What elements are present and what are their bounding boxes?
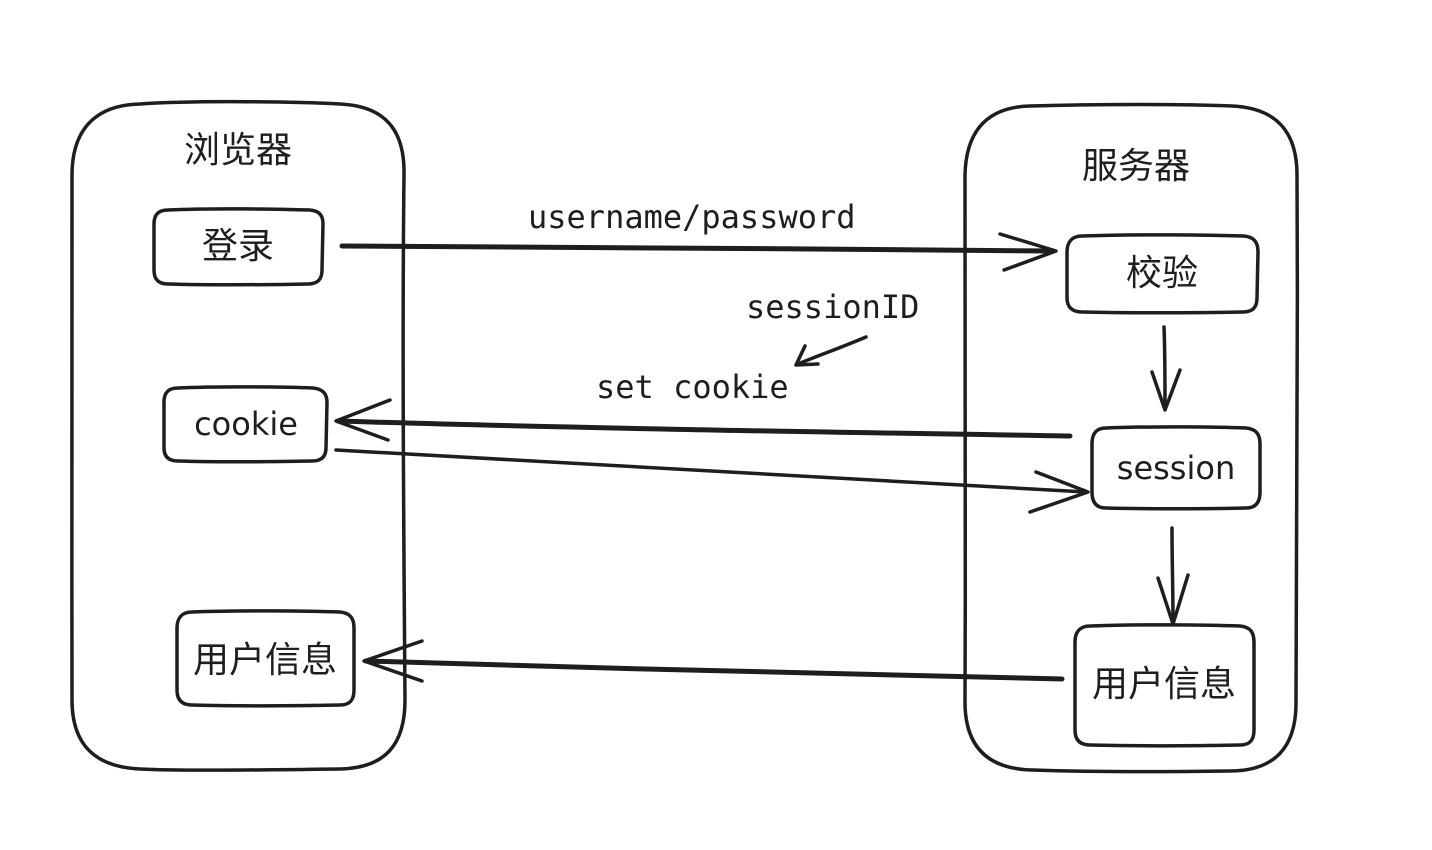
session-id-pointer-arrow xyxy=(794,335,868,367)
browser-user-info-box xyxy=(175,609,356,708)
server-container xyxy=(962,102,1300,774)
session-box xyxy=(1090,425,1262,511)
server-user-info-label: 用户信息 xyxy=(1092,664,1236,705)
login-box xyxy=(152,207,325,287)
credentials-note: username/password xyxy=(528,198,856,236)
arrow-verify-to-session xyxy=(1150,325,1182,412)
arrow-login-to-verify xyxy=(339,232,1058,272)
cookie-box xyxy=(162,385,329,464)
browser-title: 浏览器 xyxy=(184,130,292,171)
browser-user-info-label: 用户信息 xyxy=(193,640,337,681)
set-cookie-note: set cookie xyxy=(596,368,789,406)
server-title: 服务器 xyxy=(1082,146,1190,187)
arrow-user-info-response xyxy=(362,639,1065,683)
arrow-cookie-to-session xyxy=(334,448,1090,514)
server-user-info-box xyxy=(1073,623,1256,748)
verify-box xyxy=(1065,233,1260,315)
arrow-session-to-user-info xyxy=(1156,526,1190,626)
session-label: session xyxy=(1117,449,1235,487)
cookie-label: cookie xyxy=(194,405,298,443)
arrow-session-to-cookie xyxy=(334,398,1073,442)
login-label: 登录 xyxy=(202,226,274,267)
verify-label: 校验 xyxy=(1126,253,1198,294)
session-id-note: sessionID xyxy=(746,288,919,326)
browser-container xyxy=(69,99,407,772)
